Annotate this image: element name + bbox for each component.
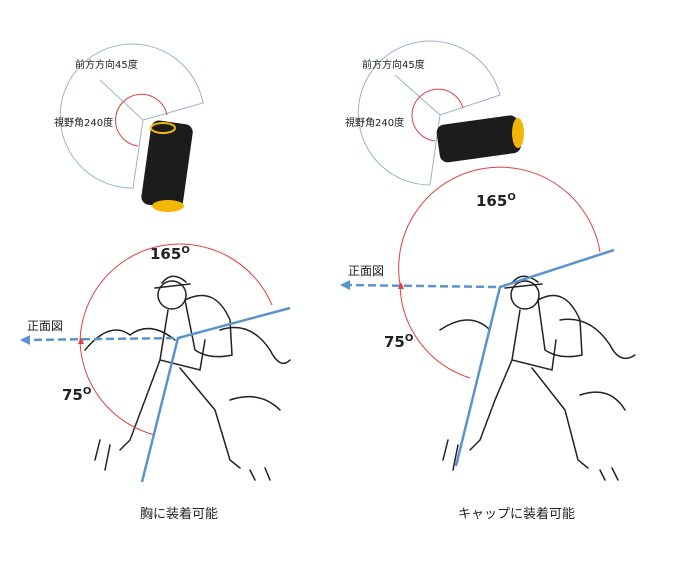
caption-cap-mount: キャップに装着可能 bbox=[458, 507, 576, 522]
fov-arc-right bbox=[411, 88, 464, 142]
angle-165-left: 165O bbox=[150, 245, 190, 263]
angle-165-right: 165O bbox=[476, 192, 516, 210]
front-dashed-line-right bbox=[343, 283, 501, 289]
chest-camera-device bbox=[141, 120, 193, 212]
caption-chest-mount: 胸に装着可能 bbox=[140, 507, 219, 522]
fov-fan-left bbox=[59, 43, 204, 189]
view-line-right bbox=[454, 248, 615, 467]
hiker-illustration-right bbox=[439, 275, 636, 481]
angle-arc-right bbox=[398, 166, 601, 379]
forward-direction-label-left: 前方方向45度 bbox=[75, 60, 138, 71]
fov-fan-right bbox=[357, 40, 501, 186]
arrow-head-left bbox=[20, 335, 30, 345]
arrow-head-right bbox=[340, 280, 350, 290]
fov-label-right: 視野角240度 bbox=[345, 118, 405, 129]
hiker-illustration-left bbox=[84, 275, 291, 481]
front-dashed-line-left bbox=[21, 336, 181, 342]
arc-marker bbox=[78, 337, 84, 344]
front-view-label-left: 正面図 bbox=[27, 319, 64, 333]
arc-marker bbox=[398, 282, 404, 289]
fov-arc-left bbox=[115, 93, 168, 147]
forward-direction-label-right: 前方方向45度 bbox=[362, 60, 425, 71]
fov-label-left: 視野角240度 bbox=[54, 118, 114, 129]
angle-75-left: 75O bbox=[62, 386, 92, 404]
view-line-left bbox=[140, 306, 291, 483]
angle-75-right: 75O bbox=[384, 333, 414, 351]
front-view-label-right: 正面図 bbox=[348, 264, 385, 278]
angle-arc-left bbox=[79, 243, 273, 436]
cap-camera-device bbox=[436, 115, 524, 163]
